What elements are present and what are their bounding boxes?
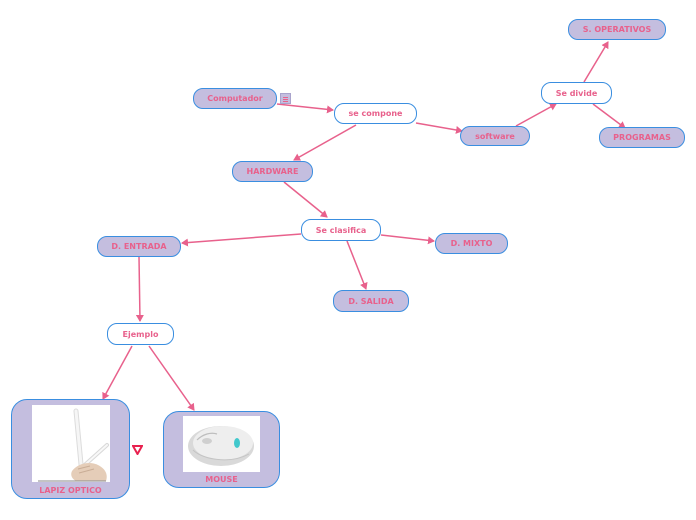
node-hardware-label: HARDWARE bbox=[246, 167, 299, 176]
node-se-compone[interactable]: se compone bbox=[334, 103, 417, 124]
lapiz-optico-label: LAPIZ OPTICO bbox=[39, 486, 102, 495]
node-hardware[interactable]: HARDWARE bbox=[232, 161, 313, 182]
node-computador-label: Computador bbox=[207, 94, 263, 103]
node-d-salida-label: D. SALIDA bbox=[348, 296, 394, 306]
mouse-image bbox=[183, 416, 260, 472]
lapiz-optico-image bbox=[32, 405, 110, 482]
node-se-divide-label: Se divide bbox=[555, 88, 598, 98]
node-computador[interactable]: Computador bbox=[193, 88, 277, 109]
node-d-mixto[interactable]: D. MIXTO bbox=[435, 233, 508, 254]
node-se-clasifica[interactable]: Se clasifica bbox=[301, 219, 381, 241]
node-d-mixto-label: D. MIXTO bbox=[450, 239, 493, 248]
node-lapiz-optico[interactable]: LAPIZ OPTICO bbox=[11, 399, 130, 499]
node-se-divide[interactable]: Se divide bbox=[541, 82, 612, 104]
node-se-compone-label: se compone bbox=[348, 109, 403, 118]
mouse-icon bbox=[188, 426, 254, 466]
node-d-entrada[interactable]: D. ENTRADA bbox=[97, 236, 181, 257]
node-programas[interactable]: PROGRAMAS bbox=[599, 127, 685, 148]
node-d-entrada-label: D. ENTRADA bbox=[111, 242, 167, 251]
node-se-clasifica-label: Se clasifica bbox=[315, 225, 367, 235]
node-s-operativos[interactable]: S. OPERATIVOS bbox=[568, 19, 666, 40]
node-s-operativos-label: S. OPERATIVOS bbox=[582, 25, 652, 34]
node-mouse[interactable]: MOUSE bbox=[163, 411, 280, 488]
node-ejemplo-label: Ejemplo bbox=[122, 329, 159, 339]
node-software-label: software bbox=[475, 131, 515, 141]
node-software[interactable]: software bbox=[460, 126, 530, 146]
node-d-salida[interactable]: D. SALIDA bbox=[333, 290, 409, 312]
node-ejemplo[interactable]: Ejemplo bbox=[107, 323, 174, 345]
stylus-pen-icon bbox=[38, 408, 109, 482]
mouse-label: MOUSE bbox=[205, 475, 238, 484]
node-programas-label: PROGRAMAS bbox=[613, 133, 671, 142]
note-icon[interactable] bbox=[280, 93, 291, 104]
heart-marker-icon bbox=[132, 444, 143, 455]
